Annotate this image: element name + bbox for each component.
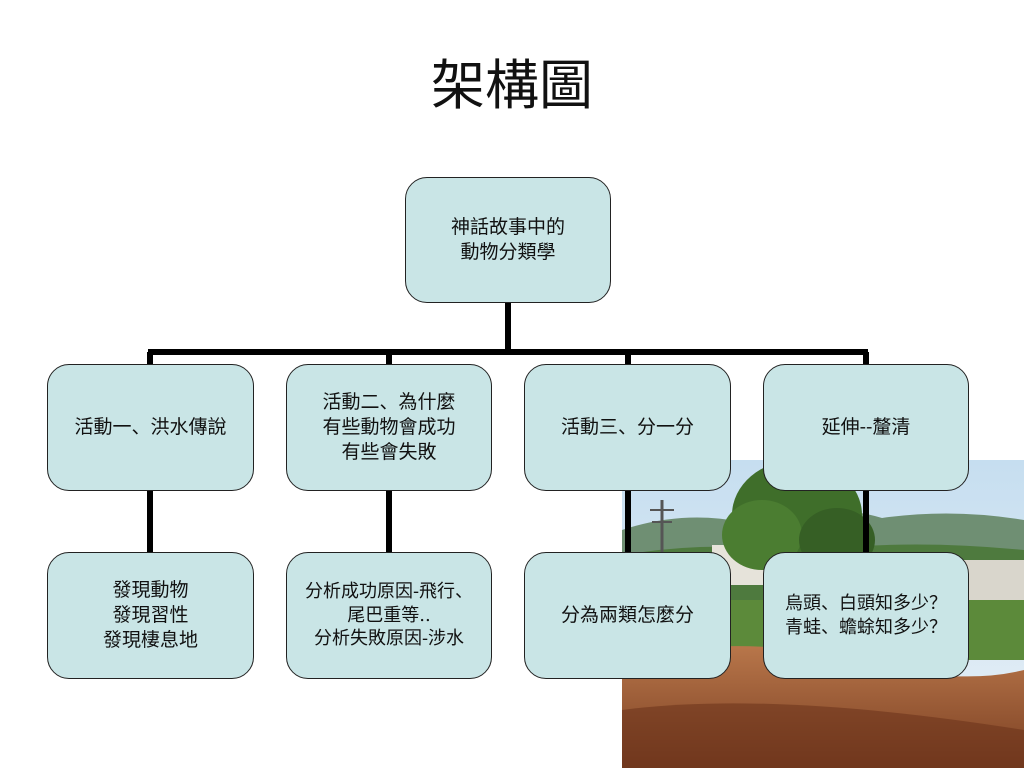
activity-node-4: 延伸--釐清: [763, 364, 969, 491]
page-title: 架構圖: [431, 54, 593, 117]
activity-node-1: 活動一、洪水傳說: [47, 364, 254, 491]
detail-node-3: 分為兩類怎麼分: [524, 552, 731, 679]
root-node: 神話故事中的 動物分類學: [405, 177, 611, 303]
detail-node-1: 發現動物 發現習性 發現棲息地: [47, 552, 254, 679]
activity-node-2: 活動二、為什麼 有些動物會成功 有些會失敗: [286, 364, 492, 491]
activity-node-3: 活動三、分一分: [524, 364, 731, 491]
detail-node-2: 分析成功原因-飛行、 尾巴重等.. 分析失敗原因-涉水: [286, 552, 492, 679]
detail-node-4: 烏頭、白頭知多少？ 青蛙、蟾蜍知多少？: [763, 552, 969, 679]
